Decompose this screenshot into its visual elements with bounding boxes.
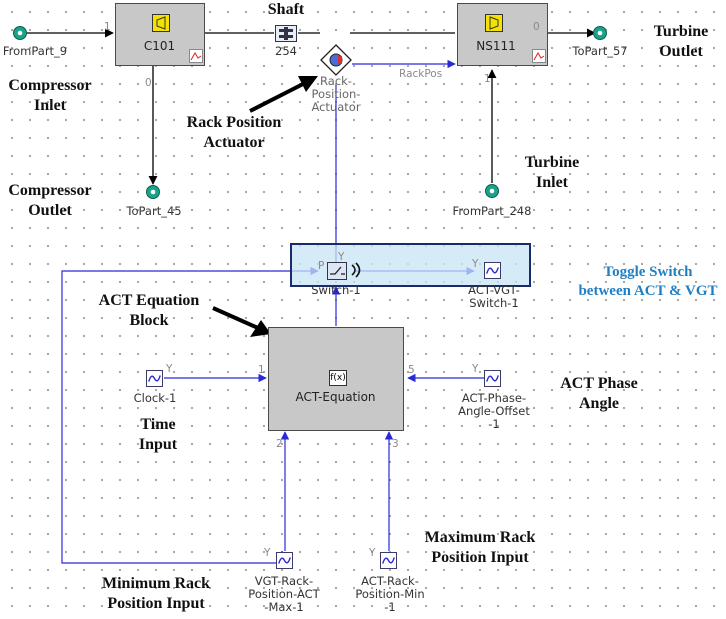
phase-offset-signal-icon[interactable] xyxy=(484,370,501,387)
compressor-outlet-annotation: Compressor Outlet xyxy=(8,182,92,219)
arrow-act-eq-block xyxy=(212,306,259,330)
eq-port-3: 3 xyxy=(392,438,399,450)
clock-1-label: Clock-1 xyxy=(133,391,177,405)
toggle-switch-annotation: Toggle Switch between ACT & VGT xyxy=(578,264,718,299)
frompart-248-icon[interactable] xyxy=(484,183,500,199)
switch-1-label: Switch-1 xyxy=(311,283,361,297)
rack-actuator-annotation: Rack Position Actuator xyxy=(186,114,282,151)
time-input-annotation: Time Input xyxy=(138,416,178,453)
shaft-icon[interactable] xyxy=(275,25,297,42)
turbine-icon xyxy=(485,14,503,32)
act-vgt-switch-label: ACT-VGT- Switch-1 xyxy=(468,283,520,310)
act-equation-label: ACT-Equation xyxy=(295,390,376,404)
frompart-9-icon[interactable] xyxy=(12,25,28,41)
clock-signal-icon[interactable] xyxy=(146,370,163,387)
topart-57-label: ToPart_57 xyxy=(572,44,628,58)
compressor-c101-block[interactable]: C101 xyxy=(115,3,205,66)
act-phase-annotation: ACT Phase Angle xyxy=(560,375,638,412)
switch-port-p: P xyxy=(318,260,325,272)
clock-port-y: Y xyxy=(166,363,173,375)
rackpos-label: RackPos xyxy=(399,68,443,80)
max-rack-annotation: Maximum Rack Position Input xyxy=(424,529,536,566)
ns111-port-0: 0 xyxy=(533,21,540,33)
switch-port-y-top: Y xyxy=(338,251,345,263)
vgt-max-signal-icon[interactable] xyxy=(276,552,293,569)
map-plot-icon xyxy=(189,49,203,63)
phase-offset-port-y: Y xyxy=(472,363,479,375)
act-min-label: ACT-Rack- Position-Min -1 xyxy=(355,574,425,614)
function-icon: f(x) xyxy=(329,370,347,386)
c101-label: C101 xyxy=(143,39,176,53)
min-rack-annotation: Minimum Rack Position Input xyxy=(102,575,210,612)
actuator-icon[interactable] xyxy=(320,44,352,76)
eq-port-1: 1 xyxy=(258,364,265,376)
act-min-port-y: Y xyxy=(369,547,376,559)
signal-wave-icon xyxy=(351,262,361,278)
compressor-icon xyxy=(152,14,170,32)
act-eq-block-annotation: ACT Equation Block xyxy=(98,292,200,329)
frompart-248-label: FromPart_248 xyxy=(452,204,532,218)
vgt-max-port-y: Y xyxy=(264,547,271,559)
eq-port-2: 2 xyxy=(276,438,283,450)
switch-icon[interactable] xyxy=(327,262,347,280)
act-vgt-switch-port-y: Y xyxy=(472,258,479,270)
act-equation-block[interactable]: f(x) ACT-Equation xyxy=(268,327,404,431)
act-vgt-switch-signal-icon[interactable] xyxy=(484,262,501,279)
topart-57-icon[interactable] xyxy=(592,25,608,41)
turbine-inlet-annotation: Turbine Inlet xyxy=(524,154,580,191)
turbine-outlet-annotation: Turbine Outlet xyxy=(653,23,709,60)
frompart-9-label: FromPart_9 xyxy=(2,44,68,58)
ns111-port-1: 1 xyxy=(484,73,491,85)
ns111-label: NS111 xyxy=(476,39,516,53)
topart-45-label: ToPart_45 xyxy=(126,204,182,218)
act-min-signal-icon[interactable] xyxy=(380,552,397,569)
phase-offset-label: ACT-Phase- Angle-Offset -1 xyxy=(458,391,530,431)
turbine-ns111-block[interactable]: NS111 xyxy=(457,3,548,66)
topart-45-icon[interactable] xyxy=(145,184,161,200)
eq-port-5: 5 xyxy=(408,364,415,376)
actuator-label: Rack- Position- Actuator xyxy=(311,74,361,114)
shaft-annotation: Shaft xyxy=(267,1,305,18)
c101-port-0: 0 xyxy=(145,77,152,89)
vgt-max-label: VGT-Rack- Position-ACT -Max-1 xyxy=(248,574,320,614)
turbine-map-plot-icon xyxy=(532,49,546,63)
c101-port-1: 1 xyxy=(104,21,111,33)
compressor-inlet-annotation: Compressor Inlet xyxy=(8,77,92,114)
shaft-number-label: 254 xyxy=(275,44,297,58)
